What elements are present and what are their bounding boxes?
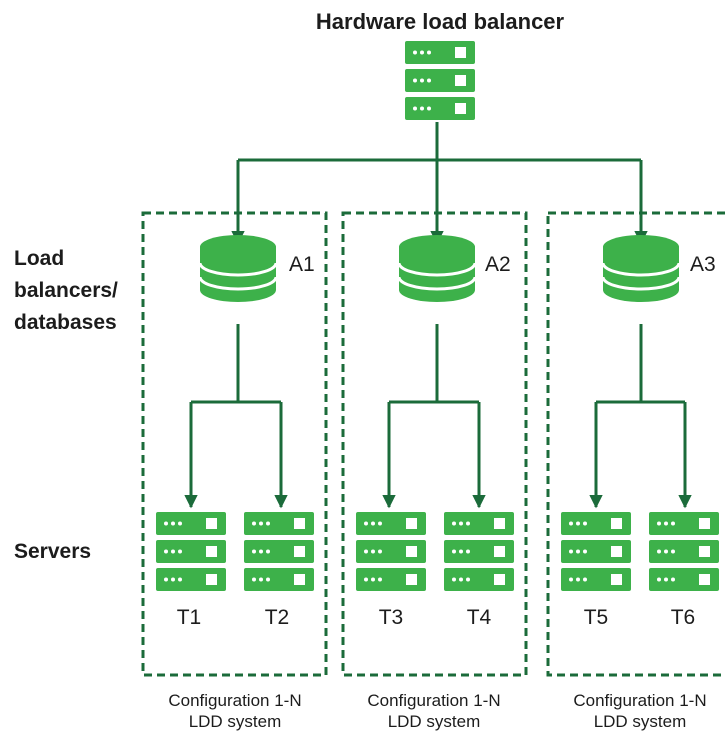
- config-boundary: [546, 211, 725, 677]
- server-rack-unit: [405, 97, 475, 120]
- config-group-3: A3 T5 T6 Configuration 1-N LDD system: [546, 211, 725, 731]
- row-label-balancers-line2: balancers/: [14, 279, 118, 302]
- server-label: T6: [671, 606, 696, 629]
- server-stack-icon: [444, 512, 514, 591]
- server-stack-icon: [561, 512, 631, 591]
- row-label-servers: Servers: [14, 540, 91, 563]
- server-label: T2: [265, 606, 290, 629]
- diagram-title: Hardware load balancer: [316, 9, 565, 34]
- server-label: T3: [379, 606, 404, 629]
- server-stack-icon: [244, 512, 314, 591]
- config-boundary: [341, 211, 528, 677]
- row-label-balancers-line1: Load: [14, 247, 64, 270]
- config-caption-line1: Configuration 1-N: [573, 691, 706, 710]
- config-caption-line1: Configuration 1-N: [367, 691, 500, 710]
- hardware-load-balancer: [405, 41, 475, 120]
- config-group-2: A2 T3 T4 Configuration 1-N LDD system: [341, 211, 528, 731]
- server-stack-icon: [156, 512, 226, 591]
- balancer-label: A3: [690, 253, 716, 276]
- config-caption-line2: LDD system: [189, 712, 282, 731]
- config-caption-line2: LDD system: [388, 712, 481, 731]
- config-caption-line2: LDD system: [594, 712, 687, 731]
- server-rack-unit: [405, 41, 475, 64]
- database-icon: [397, 233, 477, 304]
- server-label: T4: [467, 606, 492, 629]
- balancer-label: A1: [289, 253, 315, 276]
- config-caption-line1: Configuration 1-N: [168, 691, 301, 710]
- server-rack-unit: [405, 69, 475, 92]
- row-label-balancers-line3: databases: [14, 311, 117, 334]
- database-icon: [601, 233, 681, 304]
- server-label: T5: [584, 606, 609, 629]
- server-stack-icon: [356, 512, 426, 591]
- config-boundary: [141, 211, 328, 677]
- config-group-1: A1 T1 T2 Configuration 1-N LDD system: [141, 211, 328, 731]
- balancer-label: A2: [485, 253, 511, 276]
- server-label: T1: [177, 606, 202, 629]
- server-stack-icon: [649, 512, 719, 591]
- database-icon: [198, 233, 278, 304]
